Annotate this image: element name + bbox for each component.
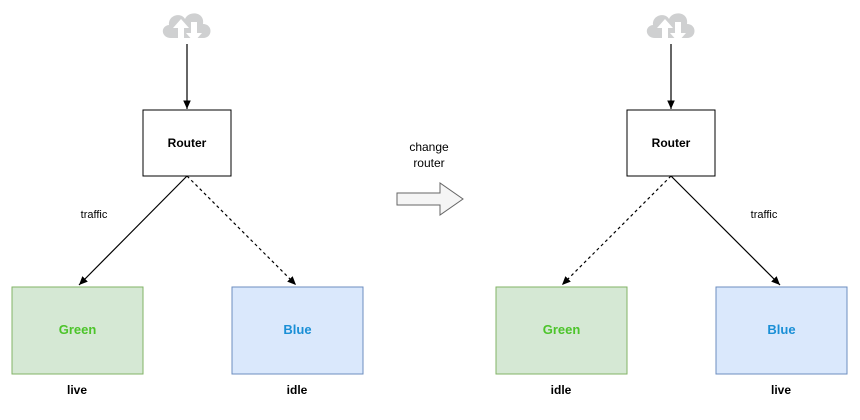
right-green-label: Green [543, 322, 581, 337]
right-green-node: Green [495, 286, 628, 375]
right-traffic-arrow [670, 175, 781, 286]
right-router-node: Router [626, 109, 716, 177]
transition: change router [396, 140, 464, 216]
left-green-node: Green [11, 286, 144, 375]
left-router-label: Router [168, 136, 207, 150]
right-router-label: Router [652, 136, 691, 150]
transition-label-line2: router [413, 156, 444, 170]
left-diagram: Router traffic Green live Blue idle [11, 13, 364, 397]
right-idle-arrow [561, 175, 672, 286]
left-traffic-label: traffic [81, 209, 108, 221]
transition-label-line1: change [409, 140, 449, 154]
left-blue-status: idle [287, 383, 308, 397]
right-traffic-label: traffic [751, 209, 778, 221]
right-green-status: idle [551, 383, 572, 397]
left-blue-node: Blue [231, 286, 364, 375]
right-blue-status: live [771, 383, 791, 397]
left-traffic-arrow [78, 175, 188, 286]
left-router-node: Router [142, 109, 232, 177]
left-green-status: live [67, 383, 87, 397]
left-cloud-icon [162, 13, 211, 42]
right-blue-node: Blue [715, 286, 848, 375]
right-block-arrow-icon [396, 182, 464, 216]
right-cloud-icon [646, 13, 695, 42]
left-green-label: Green [59, 322, 97, 337]
right-blue-label: Blue [767, 322, 795, 337]
left-blue-label: Blue [283, 322, 311, 337]
right-diagram: Router traffic Green idle Blue live [495, 13, 848, 397]
left-idle-arrow [186, 175, 297, 286]
